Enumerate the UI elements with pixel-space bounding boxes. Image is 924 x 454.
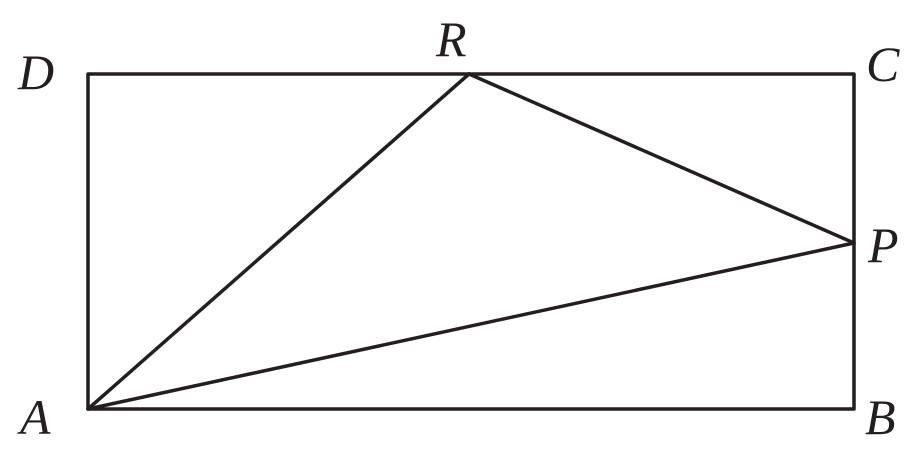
vertex-label-p: P <box>867 217 899 273</box>
vertex-label-c: C <box>866 36 900 92</box>
vertex-label-d: D <box>17 44 54 100</box>
vertex-label-a: A <box>17 389 51 445</box>
segment-rp <box>467 72 856 245</box>
vertex-label-b: B <box>865 389 896 445</box>
segment-ap <box>86 241 856 411</box>
segment-ar <box>86 72 471 411</box>
vertex-label-r: R <box>435 11 467 67</box>
rectangle-abcd <box>86 72 856 411</box>
